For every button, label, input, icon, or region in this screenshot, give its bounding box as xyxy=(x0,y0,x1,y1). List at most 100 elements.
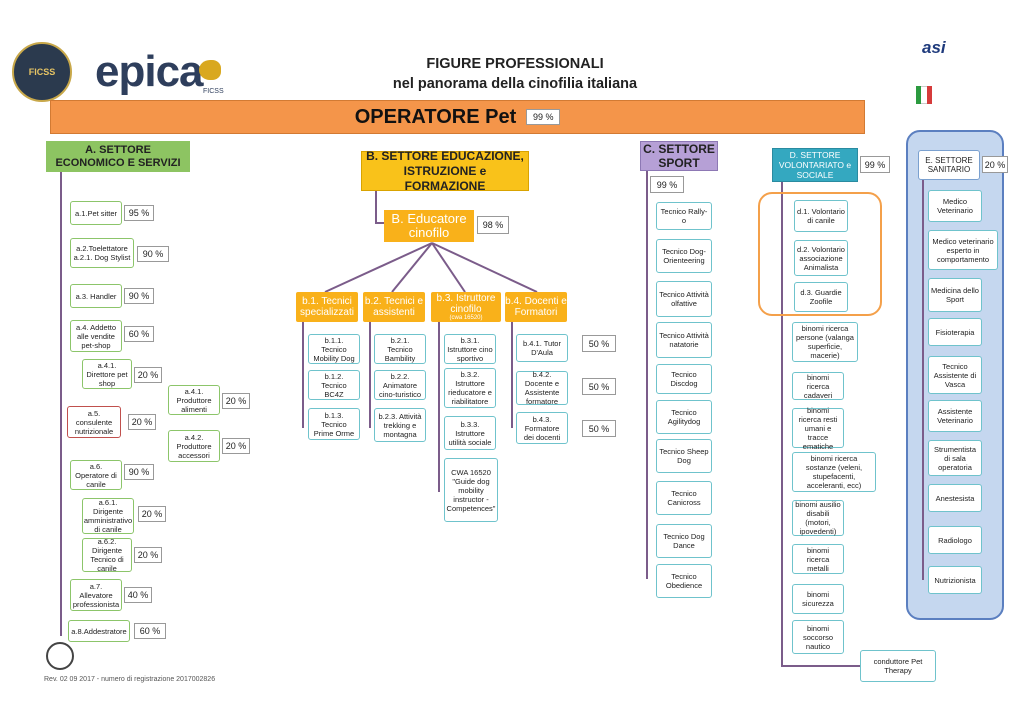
sector-a-pct: 95 % xyxy=(124,205,154,221)
sector-d-extra: conduttore Pet Therapy xyxy=(860,650,936,682)
educatore-pct: 98 % xyxy=(477,216,509,234)
sector-a-item: a.7. Allevatore professionista xyxy=(70,579,122,611)
footer-note: Rev. 02 09 2017 - numero di registrazion… xyxy=(44,676,216,683)
sector-d-item: binomi ausilio disabili (motori, ipovede… xyxy=(792,500,844,536)
sector-a-pct: 20 % xyxy=(128,414,156,430)
sector-d-item: binomi ricerca metalli xyxy=(792,544,844,574)
operatore-pet-banner: OPERATORE Pet 99 % xyxy=(50,100,865,134)
title-line2: nel panorama della cinofilia italiana xyxy=(392,76,638,92)
sector-a-item: a.3. Handler xyxy=(70,284,122,308)
b4-item: b.4.3. Formatore dei docenti xyxy=(516,412,568,444)
sector-a-pct: 40 % xyxy=(124,587,152,603)
sector-c-item: Tecnico Dog-Orienteering xyxy=(656,239,712,273)
sector-a-item: a.4. Addetto alle vendite pet-shop xyxy=(70,320,122,352)
sector-a-pct: 20 % xyxy=(138,506,166,522)
sector-d-connector xyxy=(781,182,783,666)
sector-a-item: a.4.1. Produttore alimenti xyxy=(168,385,220,415)
educatore-cinofilo-box: B. Educatore cinofilo xyxy=(384,210,474,242)
sector-a-header: A. SETTORE ECONOMICO E SERVIZI xyxy=(46,141,190,172)
sector-c-header: C. SETTORE SPORT xyxy=(640,141,718,171)
b3-subheader: b.3. Istruttore cinofilo (cwa 16520) xyxy=(431,292,501,322)
epica-sub: FICSS xyxy=(203,88,224,95)
sector-a-pct: 20 % xyxy=(134,367,162,383)
sector-a-pct: 60 % xyxy=(124,326,154,342)
sector-d-group-frame xyxy=(758,192,882,316)
sector-a-pct: 90 % xyxy=(124,464,154,480)
b2-subheader: b.2. Tecnici e assistenti xyxy=(363,292,425,322)
sector-e-item: Strumentista di sala operatoria xyxy=(928,440,982,476)
sector-d-item: binomi ricerca resti umani e tracce emat… xyxy=(792,406,844,451)
sector-e-item: Nutrizionista xyxy=(928,566,982,594)
b1-item: b.1.3. Tecnico Prime Orme xyxy=(308,408,360,440)
sector-a-item: a.1.Pet sitter xyxy=(70,201,122,225)
sector-a-pct: 90 % xyxy=(124,288,154,304)
sector-a-item: a.6. Operatore di canile xyxy=(70,460,122,490)
epica-logo: epica FICSS xyxy=(95,50,225,98)
sector-e-pct: 20 % xyxy=(982,156,1008,173)
b4-pct: 50 % xyxy=(582,378,616,395)
sector-a-pct: 60 % xyxy=(134,623,166,639)
sector-a-item: a.5. consulente nutrizionale xyxy=(67,406,121,438)
sector-d-item: binomi ricerca sostanze (veleni, stupefa… xyxy=(792,452,876,492)
b2-item: b.2.3. Attività trekking e montagna xyxy=(374,408,426,442)
siae-stamp-icon xyxy=(46,642,74,670)
sector-e-header: E. SETTORE SANITARIO xyxy=(918,150,980,180)
b4-pct: 50 % xyxy=(582,335,616,352)
b1-subheader: b.1. Tecnici specializzati xyxy=(296,292,358,322)
b3-item: b.3.2. Istruttore rieducatore e riabilit… xyxy=(444,368,496,408)
sector-d-pct: 99 % xyxy=(860,156,890,173)
sector-d-item: binomi sicurezza xyxy=(792,584,844,614)
asi-logo: asi xyxy=(922,38,954,72)
sector-e-item: Tecnico Assistente di Vasca xyxy=(928,356,982,394)
sector-a-item: a.6.2. Dirigente Tecnico di canile xyxy=(82,537,132,573)
sector-e-item: Anestesista xyxy=(928,484,982,512)
sector-c-item: Tecnico Obedience xyxy=(656,564,712,598)
b1-item: b.1.1. Tecnico Mobility Dog xyxy=(308,334,360,364)
sector-e-item: Medicina dello Sport xyxy=(928,278,982,312)
sector-e-item: Medico veterinario esperto in comportame… xyxy=(928,230,998,270)
epica-dog-icon xyxy=(199,60,221,80)
sector-d-group-item: d.3. Guardie Zoofile xyxy=(794,282,848,312)
sector-a-pct: 90 % xyxy=(137,246,169,262)
b3-subheader-note: (cwa 16520) xyxy=(449,314,483,321)
b1-connector xyxy=(302,322,304,428)
sector-d-connector xyxy=(781,665,861,667)
b4-pct: 50 % xyxy=(582,420,616,437)
asi-wordmark: asi xyxy=(922,38,946,57)
b3-item: b.3.1. Istruttore cino sportivo xyxy=(444,334,496,364)
sector-a-connector xyxy=(60,172,62,636)
sector-d-item: binomi soccorso nautico xyxy=(792,620,844,654)
epica-wordmark: epica xyxy=(95,47,204,96)
b4-item: b.4.1. Tutor D'Aula xyxy=(516,334,568,362)
sector-c-item: Tecnico Dog Dance xyxy=(656,524,712,558)
sector-a-item: a.6.1. Dirigente amministrativo di canil… xyxy=(82,498,134,534)
sector-c-item: Tecnico Agilitydog xyxy=(656,400,712,434)
sector-d-item: binomi ricerca cadaveri xyxy=(792,372,844,400)
sector-a-item: a.4.1. Direttore pet shop xyxy=(82,359,132,389)
sector-a-item: a.8.Addestratore xyxy=(68,620,130,642)
sector-d-group-item: d.2. Volontario associazione Animalista xyxy=(794,240,848,276)
sector-a-pct: 20 % xyxy=(134,547,162,563)
sector-d-header: D. SETTORE VOLONTARIATO e SOCIALE xyxy=(772,148,858,182)
sector-a-item: a.2.Toelettatore a.2.1. Dog Stylist xyxy=(70,238,134,268)
sector-b-header: B. SETTORE EDUCAZIONE, ISTRUZIONE e FORM… xyxy=(361,149,529,193)
sector-e-connector xyxy=(922,180,924,580)
ficss-seal-logo: FICSS xyxy=(12,42,72,102)
b3-connector xyxy=(438,322,440,492)
sector-e-item: Radiologo xyxy=(928,526,982,554)
b2-item: b.2.1. Tecnico Bambility xyxy=(374,334,426,364)
sector-c-pct: 99 % xyxy=(650,176,684,193)
banner-label: OPERATORE Pet xyxy=(354,105,517,128)
sector-c-item: Tecnico Sheep Dog xyxy=(656,439,712,473)
b1-item: b.1.2. Tecnico BC4Z xyxy=(308,370,360,400)
coni-flag-icon xyxy=(916,86,932,104)
page-title: FIGURE PROFESSIONALI nel panorama della … xyxy=(360,54,670,94)
sector-e-item: Assistente Veterinario xyxy=(928,400,982,432)
b4-connector xyxy=(511,322,513,428)
b4-subheader: b.4. Docenti e Formatori xyxy=(505,292,567,322)
b3-item: b.3.3. Istruttore utilità sociale xyxy=(444,416,496,450)
sector-a-pct: 20 % xyxy=(222,438,250,454)
sector-c-item: Tecnico Attività natatorie xyxy=(656,322,712,358)
sector-b-connector xyxy=(375,222,385,224)
sector-a-item: a.4.2. Produttore accessori xyxy=(168,430,220,462)
